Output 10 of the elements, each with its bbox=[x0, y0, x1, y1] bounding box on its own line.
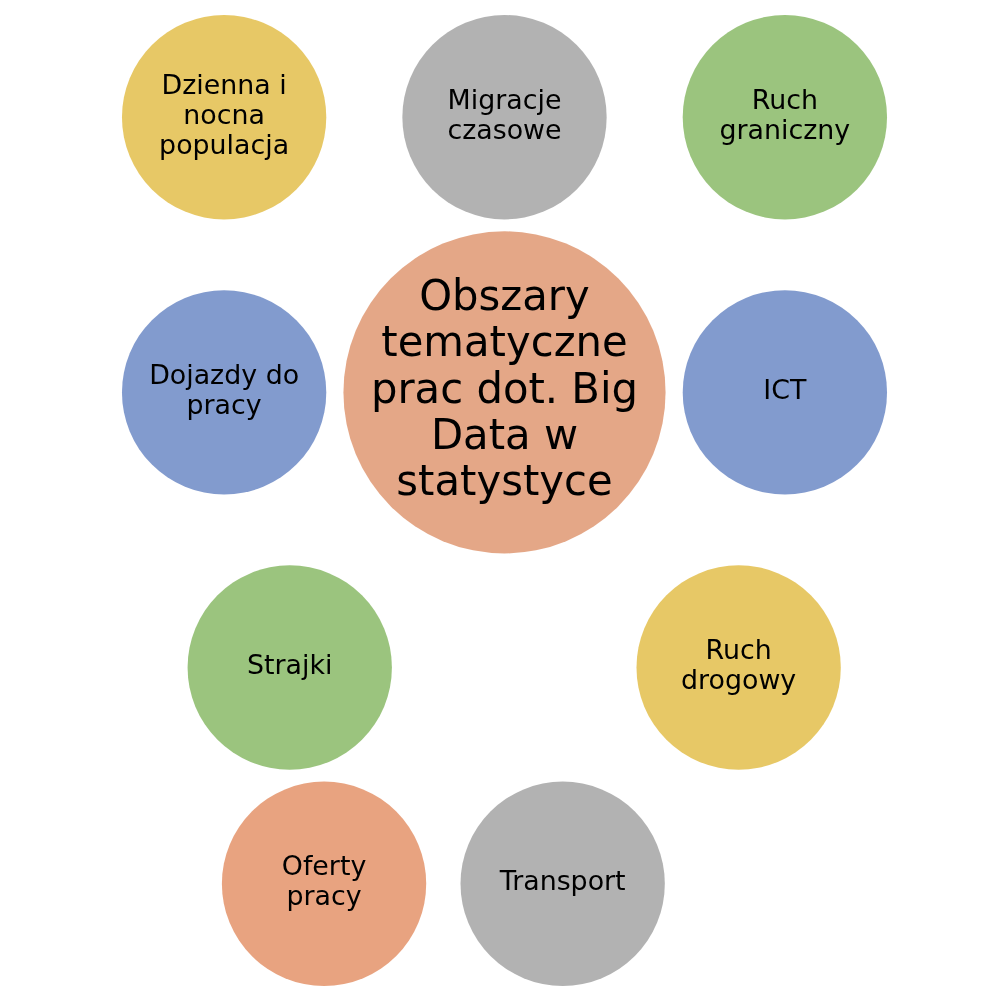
node-circle: Transport bbox=[460, 781, 665, 986]
node-circle: Obszary tematyczne prac dot. Big Data w statystyce bbox=[342, 230, 666, 553]
node-circle: ICT bbox=[682, 289, 887, 495]
node-circle: Strajki bbox=[187, 564, 392, 770]
node-circle: Ruch graniczny bbox=[682, 14, 887, 219]
node-circle: Oferty pracy bbox=[221, 781, 426, 986]
node-circle: Ruch drogowy bbox=[636, 564, 841, 770]
node-circle: Migracje czasowe bbox=[401, 14, 607, 219]
node-circle: Dojazdy do pracy bbox=[121, 289, 326, 495]
node-circle: Dzienna i nocna populacja bbox=[121, 14, 326, 219]
